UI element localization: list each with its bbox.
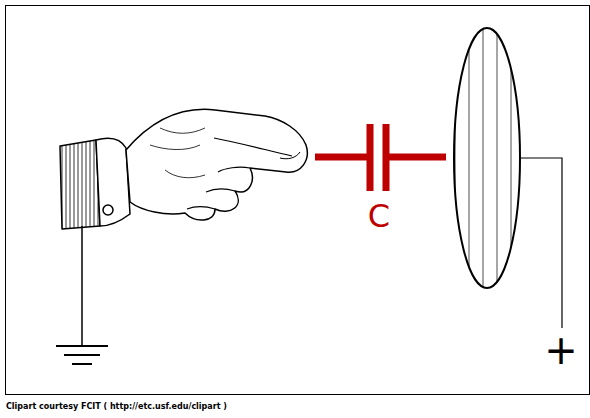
capacitor-symbol [315, 124, 446, 191]
capacitor-label: C [368, 200, 390, 232]
terminal-label: + [544, 330, 578, 370]
ground-symbol [56, 226, 108, 364]
pointing-hand [60, 109, 307, 229]
credit-caption: Clipart courtesy FCIT ( http://etc.usf.e… [6, 403, 227, 411]
frame [6, 6, 590, 395]
plate-ellipse [454, 28, 520, 288]
terminal-wire [520, 158, 562, 328]
